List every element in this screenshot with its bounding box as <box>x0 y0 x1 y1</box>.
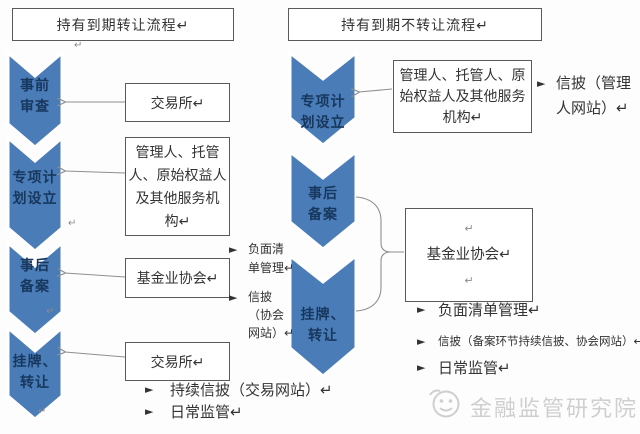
return-mark: ↵ <box>464 222 474 235</box>
left-bullet-disclosure: 信披 （协会 网站）↵ <box>248 290 295 340</box>
right-step1-label: 专项计 划设立 <box>300 94 346 131</box>
right-step3-label: 挂牌、 转让 <box>300 307 346 344</box>
chevron-step-left-4 <box>6 324 64 421</box>
right-bullet-negative-list: 负面清单管理↵ <box>438 301 541 319</box>
left-bullet-negative-list: 负面清 单管理↵ <box>248 242 295 275</box>
watermark-text: 金融监管研究院 <box>470 397 639 422</box>
left-step4-label: 挂牌、 转让 <box>12 354 58 391</box>
brace-connector-upper <box>355 196 404 253</box>
return-mark: ↵ <box>38 406 47 417</box>
arrow-association-to-step3 <box>65 273 126 278</box>
return-mark: ↵ <box>74 40 83 51</box>
chevron-step-right-2 <box>288 148 358 251</box>
right-process-title: 持有到期不转让流程↵ <box>288 8 542 41</box>
left-box-exchange-top: 交易所↵ <box>125 83 230 122</box>
chevron-step-right-3 <box>288 252 358 378</box>
left-box-association: 基金业协会↵ <box>125 258 230 298</box>
bullet-arrow-icon: ► <box>145 405 154 418</box>
right-step2-label: 事后 备案 <box>308 186 338 223</box>
bullet-arrow-icon: ► <box>145 383 154 396</box>
brace-connector-lower <box>355 251 392 312</box>
right-box-association: ↵ 基金业协会↵ ↵ <box>405 208 533 302</box>
return-mark: ↵ <box>464 274 474 287</box>
return-mark: ↵ <box>68 218 77 229</box>
bullet-arrow-icon: ► <box>417 303 426 316</box>
chevron-step-left-2 <box>6 134 64 253</box>
bullet-arrow-icon: ► <box>417 361 426 374</box>
bullet-arrow-icon: ► <box>417 335 426 348</box>
right-bullet-manager-disclosure: 信披（管理 人网站）↵ <box>556 74 632 117</box>
left-step3-label: 事后 备案 <box>20 258 50 295</box>
right-box-parties: 管理人、托管人、原 始权益人及其他服务 机构↵ <box>393 60 532 133</box>
left-step1-label: 事前 审查 <box>20 78 50 115</box>
left-box-exchange-bottom: 交易所↵ <box>125 342 230 381</box>
right-bullet-disclosure: 信披（备案环节持续信披、协会网站）↵ <box>438 334 640 348</box>
left-bullet-daily-supervision: 日常监管↵ <box>170 403 243 421</box>
chevron-step-right-1 <box>288 49 358 147</box>
bullet-arrow-icon: ► <box>537 77 546 90</box>
chevron-step-left-1 <box>6 49 64 149</box>
arrow-exchange-bottom-to-step4 <box>65 352 126 358</box>
right-bullet-daily-supervision: 日常监管↵ <box>438 359 511 377</box>
bullet-arrow-icon: ► <box>229 243 238 256</box>
arrow-parties-to-step2 <box>65 171 126 173</box>
bullet-arrow-icon: ► <box>229 291 238 304</box>
arrow-parties-to-right-step1 <box>359 89 393 92</box>
left-box-parties: 管理人、托管 人、原始权益人 及其他服务机 构↵ <box>125 137 230 236</box>
watermark-logo-icon <box>429 389 460 418</box>
left-step2-label: 专项计 划设立 <box>12 170 58 207</box>
return-mark: ↵ <box>46 306 55 317</box>
chevron-step-left-3 <box>6 239 64 337</box>
left-bullet-continuous-disclosure: 持续信披（交易网站）↵ <box>170 381 333 399</box>
left-process-title: 持有到期转让流程↵ <box>12 8 234 41</box>
